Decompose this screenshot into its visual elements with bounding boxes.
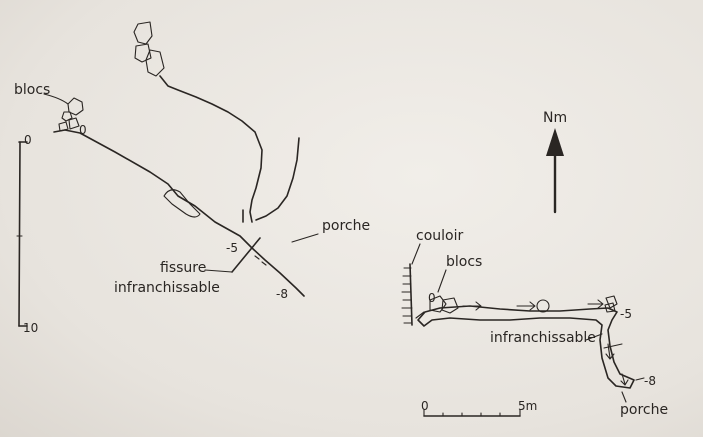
plan-blocs-leader (437, 269, 447, 293)
section-porch-label: porche (322, 218, 370, 234)
scale-bar-ticks (423, 409, 521, 417)
section-view: 0 10 blocs 0 (14, 21, 370, 335)
couloir-leader-line (411, 243, 421, 265)
porch-leader-line (291, 233, 319, 243)
section-depth-minus8: -8 (276, 287, 288, 301)
section-fissure-label: fissure (160, 260, 206, 276)
fissure-dots (254, 255, 267, 266)
slope-boulder (163, 189, 201, 218)
plan-block-4 (605, 295, 618, 309)
couloir-wall-line (409, 263, 413, 326)
depth-scale-line (18, 141, 21, 327)
plan-porch-label: porche (620, 402, 668, 418)
section-infranchissable-label: infranchissable (114, 280, 220, 296)
plan-block-5 (604, 302, 616, 313)
surface-block-3 (145, 49, 165, 77)
block-4 (68, 117, 80, 130)
section-depth-scale: 0 10 (16, 133, 38, 335)
section-surface (133, 21, 300, 223)
plan-block-1 (429, 295, 447, 313)
section-blocs-label: blocs (14, 82, 50, 98)
depth-scale-top-label: 0 (24, 133, 32, 147)
plan-slope-arrows (462, 299, 629, 386)
plan-block-3 (536, 299, 550, 313)
scale-bar-end-label: 5m (518, 399, 537, 413)
section-entrance-depth: 0 (79, 123, 87, 137)
plan-porch-leader (621, 391, 627, 403)
north-arrow-head (546, 128, 564, 156)
plan-gallery-outline (417, 305, 635, 389)
plan-depth-minus8: -8 (644, 374, 656, 388)
section-ceiling-line (159, 75, 263, 223)
plan-infranchissable-leader (585, 333, 603, 341)
plan-entrance-mark (415, 311, 425, 319)
blocs-leader-line (43, 93, 69, 105)
section-depth-minus5: -5 (226, 241, 238, 255)
couloir-hatch (401, 263, 413, 326)
plan-minus8-leader (635, 377, 645, 381)
fissure-marks (231, 209, 267, 273)
couloir-hatch-ticks (401, 267, 413, 324)
plan-infranchissable-label: infranchissable (490, 330, 596, 346)
plan-blocks (429, 295, 618, 314)
plan-couloir-label: couloir (416, 228, 463, 244)
plan-blocs-label: blocs (446, 254, 482, 270)
section-floor-profile (53, 129, 305, 297)
scale-bar-start-label: 0 (421, 399, 429, 413)
section-porch-roof (255, 137, 300, 221)
plan-entrance-depth: 0 (428, 291, 436, 305)
depth-scale-bottom-label: 10 (23, 321, 38, 335)
block-3 (58, 121, 69, 132)
surface-block-1 (133, 21, 153, 45)
slope-arrow-1 (462, 301, 482, 311)
fissure-leader-line (204, 269, 233, 273)
fissure-slash (231, 237, 261, 273)
slope-arrow-2 (516, 301, 536, 311)
plan-scale-bar: 0 5m (421, 399, 537, 417)
plan-depth-minus5: -5 (620, 307, 632, 321)
north-arrow: Nm (543, 110, 567, 214)
slope-arrow-4 (605, 343, 615, 360)
plan-view: couloir blocs 0 -5 infranchissable -8 (401, 228, 668, 418)
north-arrow-label: Nm (543, 110, 567, 126)
plan-crossline (603, 343, 623, 349)
plan-block-2 (441, 297, 459, 314)
section-blocks: blocs 0 (14, 82, 87, 137)
slope-arrow-3 (587, 299, 604, 309)
slope-arrow-5 (620, 373, 629, 386)
